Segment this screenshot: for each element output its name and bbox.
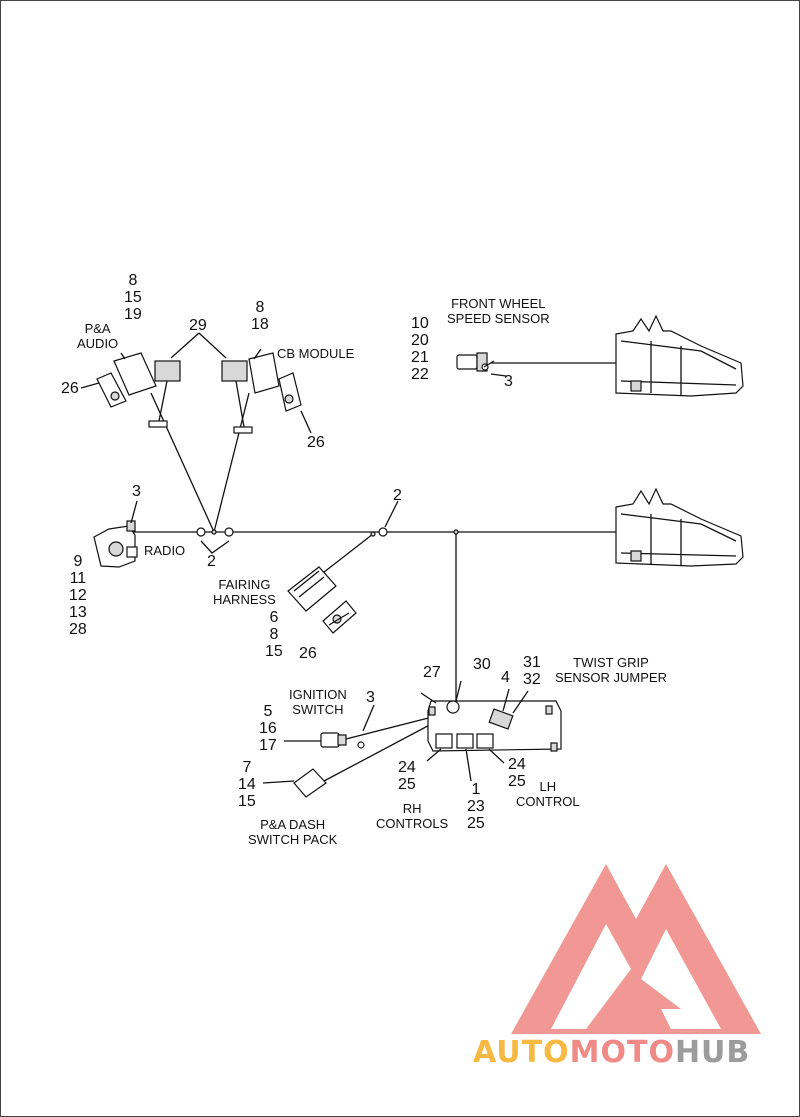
fairing-harness-connector	[287, 566, 357, 634]
leader-lines	[80, 348, 529, 784]
callout-26-fairing: 26	[299, 645, 317, 662]
callout-3-ignition: 3	[366, 689, 375, 706]
control-bracket	[427, 700, 562, 752]
label-pa-dash-switch-pack: P&A DASH SWITCH PACK	[248, 817, 338, 847]
callout-twist-grip-parts: 31 32	[523, 654, 541, 688]
callout-2-left: 2	[207, 553, 216, 570]
callout-dash-parts: 7 14 15	[238, 759, 256, 810]
label-rh-controls: RH CONTROLS	[376, 801, 449, 831]
callout-24-25-left: 24 25	[398, 759, 416, 793]
callout-24-25-right: 24 25	[508, 756, 526, 790]
callout-cb-parts: 8 18	[251, 299, 269, 333]
callout-4: 4	[501, 669, 510, 686]
automotohub-wordmark: AUTOMOTOHUB	[473, 1035, 750, 1070]
callout-pa-audio-parts: 8 15 19	[124, 272, 142, 323]
callout-1-23-25: 1 23 25	[467, 781, 485, 832]
brand-moto: MOTO	[569, 1035, 675, 1070]
fairing-bracket-upper	[615, 314, 744, 397]
callout-3-sensor: 3	[504, 373, 513, 390]
callout-26-pa-audio: 26	[61, 380, 79, 397]
cb-module	[221, 352, 302, 434]
callout-fairing-parts: 6 8 15	[265, 609, 283, 660]
fairing-branch	[318, 533, 374, 577]
callout-ignition-parts: 5 16 17	[259, 703, 277, 754]
automotohub-logo	[511, 864, 761, 1034]
harness-clips	[196, 527, 459, 537]
leader-29	[170, 332, 227, 359]
brand-auto: AUTO	[473, 1035, 570, 1070]
label-front-wheel-speed-sensor: FRONT WHEEL SPEED SENSOR	[447, 296, 550, 326]
fairing-bracket-lower	[615, 487, 744, 567]
label-ignition-switch: IGNITION SWITCH	[289, 687, 347, 717]
callout-radio-parts: 9 11 12 13 28	[69, 553, 87, 638]
label-pa-audio: P&A AUDIO	[77, 321, 119, 351]
label-fairing-harness: FAIRING HARNESS	[213, 577, 276, 607]
callout-27: 27	[423, 664, 441, 681]
cb-branch	[213, 392, 250, 533]
pa-audio-branch	[150, 392, 215, 533]
speed-sensor-connector	[456, 352, 489, 372]
label-twist-grip-sensor-jumper: TWIST GRIP SENSOR JUMPER	[555, 655, 667, 685]
label-radio: RADIO	[144, 543, 186, 558]
leader-2-left	[200, 540, 230, 554]
ignition-switch-connector	[320, 732, 365, 749]
callout-26-cb: 26	[307, 434, 325, 451]
callout-30: 30	[473, 656, 491, 673]
label-cb-module: CB MODULE	[277, 346, 355, 361]
brand-hub: HUB	[674, 1035, 751, 1070]
pa-audio-module	[96, 352, 181, 428]
callout-3-radio: 3	[132, 483, 141, 500]
callout-sensor-parts: 10 20 21 22	[411, 315, 429, 383]
callout-29: 29	[189, 317, 207, 334]
label-lh-control: LH CONTROL	[516, 779, 580, 809]
callout-2-right: 2	[393, 487, 402, 504]
radio-unit	[93, 520, 138, 568]
dash-switch-pack-connector	[293, 768, 327, 798]
